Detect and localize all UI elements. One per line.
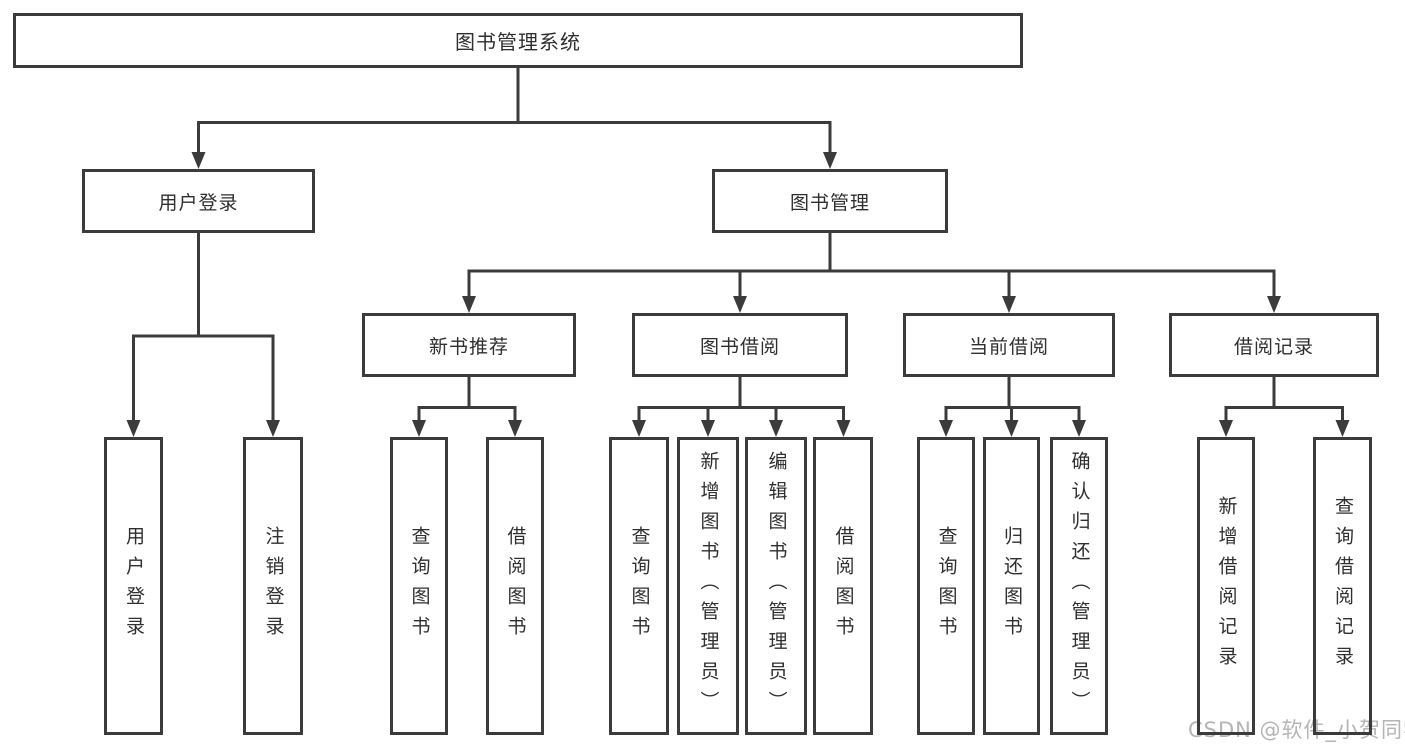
- node-label: 图书管理系统: [455, 30, 581, 54]
- node-book-management: 图书管理: [712, 169, 948, 233]
- node-borrowing-records: 借阅记录: [1169, 313, 1379, 377]
- node-user-login: 用户登录: [82, 169, 315, 233]
- node-label: 查询图书: [935, 526, 958, 646]
- leaf-query-books: 查询图书: [609, 437, 669, 735]
- node-label: 新增图书（管理员）: [697, 451, 720, 721]
- node-label: 新增借阅记录: [1215, 496, 1238, 676]
- csdn-watermark: CSDN @软件_小贺同学: [1188, 718, 1405, 742]
- node-label: 查询图书: [408, 526, 431, 646]
- node-label: 借阅图书: [504, 526, 527, 646]
- leaf-add-borrow-record: 新增借阅记录: [1197, 437, 1255, 735]
- node-label: 当前借阅: [968, 335, 1049, 358]
- node-label: 确认归还（管理员）: [1068, 451, 1091, 721]
- node-book-borrowing: 图书借阅: [632, 313, 848, 377]
- leaf-user-login: 用户登录: [104, 437, 163, 735]
- node-library-management-system: 图书管理系统: [13, 13, 1023, 68]
- leaf-query-books: 查询图书: [917, 437, 975, 735]
- node-label: 用户登录: [123, 526, 145, 646]
- node-label: 借阅记录: [1233, 335, 1314, 358]
- leaf-query-books: 查询图书: [390, 437, 448, 735]
- node-label: 图书管理: [789, 191, 870, 214]
- node-label: 新书推荐: [428, 335, 509, 358]
- node-label: 归还图书: [1001, 526, 1023, 646]
- leaf-confirm-return-admin: 确认归还（管理员）: [1050, 437, 1108, 735]
- node-label: 借阅图书: [832, 526, 855, 646]
- node-label: 查询图书: [628, 526, 651, 646]
- node-label: 用户登录: [158, 191, 239, 214]
- node-label: 注销登录: [262, 526, 285, 646]
- node-label: 图书借阅: [699, 335, 780, 358]
- leaf-edit-books-admin: 编辑图书（管理员）: [745, 437, 807, 735]
- leaf-borrow-books: 借阅图书: [486, 437, 544, 735]
- node-label: 查询借阅记录: [1332, 496, 1354, 676]
- node-new-book-recommendation: 新书推荐: [362, 313, 576, 377]
- node-current-borrowing: 当前借阅: [903, 313, 1115, 377]
- node-label: 编辑图书（管理员）: [765, 451, 788, 721]
- leaf-return-books: 归还图书: [983, 437, 1040, 735]
- leaf-logout: 注销登录: [243, 437, 303, 735]
- leaf-query-borrow-record: 查询借阅记录: [1313, 437, 1372, 735]
- leaf-borrow-books: 借阅图书: [813, 437, 873, 735]
- connector-lines: [132, 68, 1344, 424]
- leaf-add-books-admin: 新增图书（管理员）: [677, 437, 739, 735]
